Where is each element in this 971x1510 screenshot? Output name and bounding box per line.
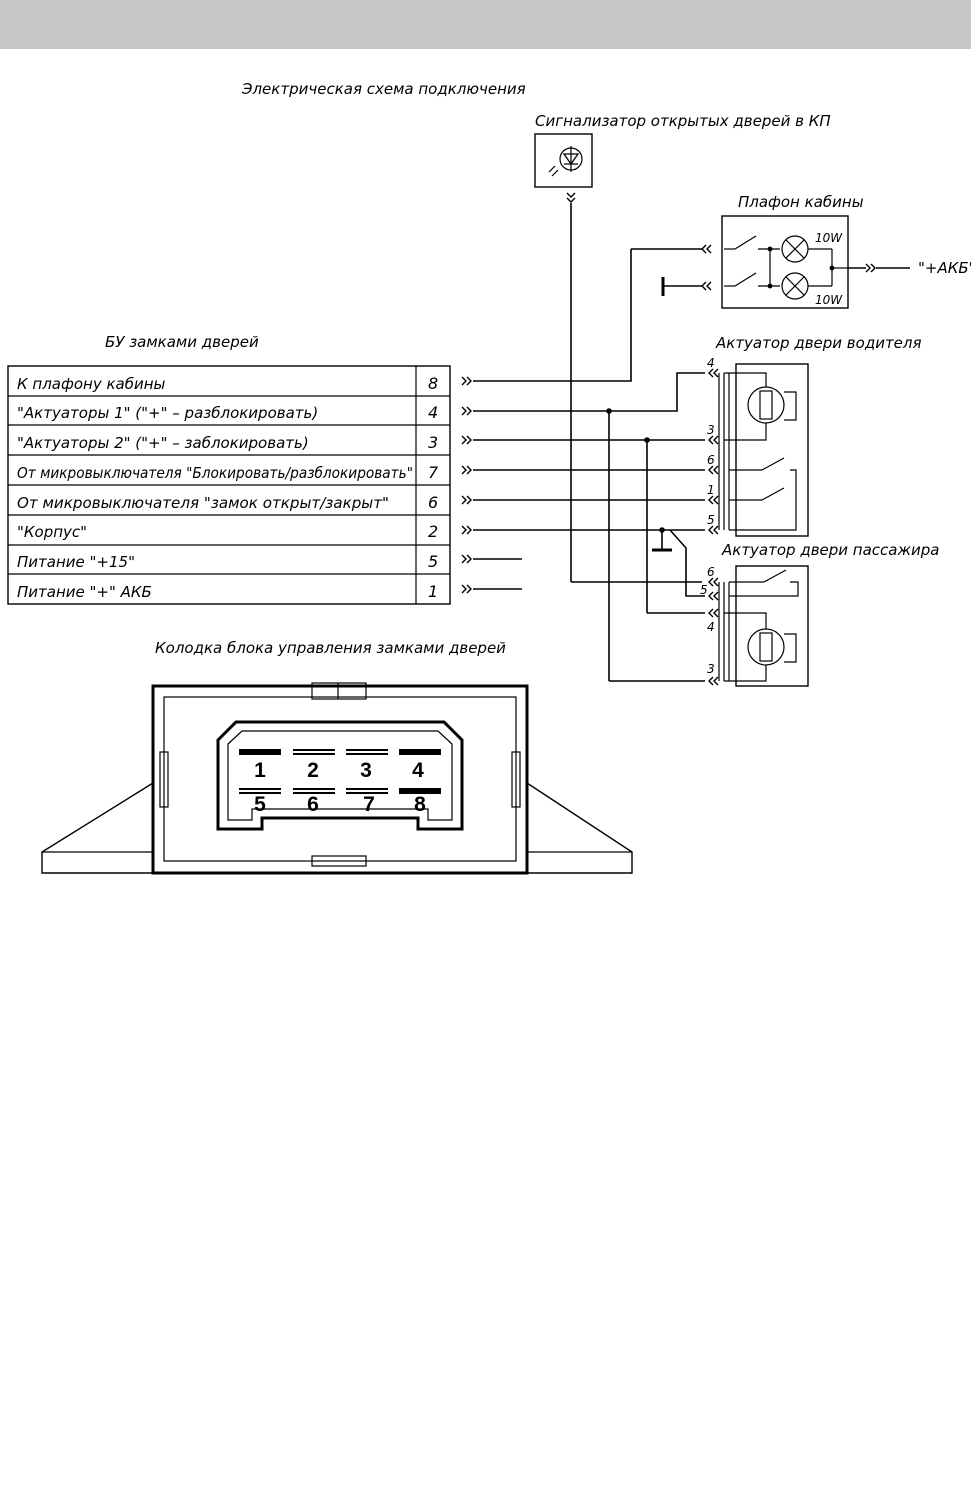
driver-pin: 3 bbox=[707, 423, 715, 437]
cu-row-desc: "Актуаторы 1" ("+" – разблокировать) bbox=[17, 404, 318, 422]
driver-pin: 6 bbox=[707, 453, 715, 467]
driver-actuator bbox=[718, 363, 809, 537]
door-signal-label: Сигнализатор открытых дверей в КП bbox=[535, 112, 831, 130]
cu-row-pin: 6 bbox=[428, 493, 438, 512]
passenger-pin: 4 bbox=[707, 620, 715, 634]
driver-pin: 1 bbox=[707, 483, 715, 497]
connector-pin-number: 8 bbox=[414, 793, 426, 816]
cu-row-desc: Питание "+15" bbox=[17, 553, 135, 571]
passenger-pin: 5 bbox=[700, 583, 708, 597]
driver-actuator-label: Актуатор двери водителя bbox=[715, 334, 922, 352]
cu-row-pin: 5 bbox=[428, 552, 438, 571]
cu-row-pin: 3 bbox=[428, 433, 438, 452]
connector-pin-number: 1 bbox=[254, 759, 266, 782]
top-bar bbox=[0, 0, 971, 49]
connector-pin-number: 2 bbox=[307, 759, 319, 782]
lamp-power-top: 10W bbox=[815, 231, 843, 245]
cabin-lamp: 10W 10W bbox=[721, 215, 849, 309]
cu-row-desc: К плафону кабины bbox=[17, 375, 166, 393]
lamp-power-bottom: 10W bbox=[815, 293, 843, 307]
connector-block: 1 2 3 4 5 6 7 8 bbox=[41, 682, 633, 875]
cu-row-desc: От микровыключателя "замок открыт/закрыт… bbox=[17, 494, 389, 512]
cu-row-pin: 7 bbox=[428, 463, 439, 482]
connector-pin-number: 5 bbox=[254, 793, 266, 816]
battery-label: "+АКБ" bbox=[918, 259, 971, 277]
control-unit-label: БУ замками дверей bbox=[105, 333, 259, 351]
passenger-pin: 3 bbox=[707, 662, 715, 676]
diagram-title: Электрическая схема подключения bbox=[241, 80, 526, 98]
connector-pin-number: 3 bbox=[360, 759, 372, 782]
passenger-actuator-label: Актуатор двери пассажира bbox=[721, 541, 939, 559]
passenger-pin: 6 bbox=[707, 565, 715, 579]
cu-row-desc: От микровыключателя "Блокировать/разблок… bbox=[17, 464, 413, 482]
driver-pin: 4 bbox=[707, 356, 715, 370]
cu-row-pin: 8 bbox=[428, 374, 438, 393]
passenger-actuator bbox=[718, 565, 809, 687]
driver-pin: 5 bbox=[707, 513, 715, 527]
connector-title: Колодка блока управления замками дверей bbox=[155, 639, 506, 657]
cu-row-pin: 4 bbox=[428, 403, 438, 422]
connector-pin-number: 6 bbox=[307, 793, 319, 816]
door-signal-lamp bbox=[534, 133, 593, 203]
connector-pin-number: 7 bbox=[363, 793, 375, 816]
cabin-lamp-label: Плафон кабины bbox=[738, 193, 864, 211]
cu-row-desc: "Корпус" bbox=[17, 523, 87, 541]
connector-pin-number: 4 bbox=[412, 759, 424, 782]
cu-row-desc: "Актуаторы 2" ("+" – заблокировать) bbox=[17, 434, 309, 452]
control-unit-table: К плафону кабины "Актуаторы 1" ("+" – ра… bbox=[7, 365, 451, 605]
cu-row-pin: 2 bbox=[428, 522, 438, 541]
cu-row-desc: Питание "+" АКБ bbox=[17, 583, 152, 601]
cu-row-pin: 1 bbox=[428, 582, 438, 601]
